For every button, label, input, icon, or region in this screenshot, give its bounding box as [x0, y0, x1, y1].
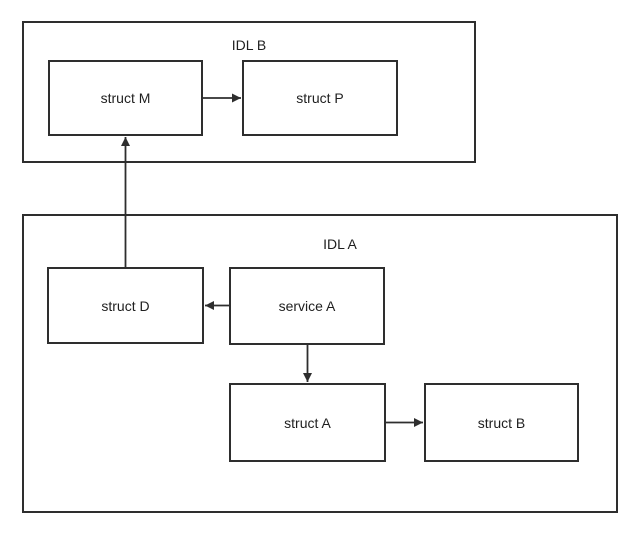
- node-struct-a-label: struct A: [284, 414, 331, 431]
- container-idl-b-label: IDL B: [231, 37, 267, 53]
- node-struct-d-label: struct D: [101, 297, 150, 314]
- node-struct-b-label: struct B: [477, 414, 526, 431]
- node-struct-m-label: struct M: [100, 90, 151, 106]
- node-struct-d: struct D: [47, 267, 204, 344]
- node-struct-p: struct P: [242, 60, 398, 136]
- container-idl-a: IDL A: [22, 214, 618, 513]
- container-idl-a-label: IDL A: [323, 236, 357, 252]
- node-service-a: service A: [229, 267, 385, 345]
- node-service-a-label: service A: [278, 298, 336, 314]
- node-struct-p-label: struct P: [296, 90, 344, 106]
- node-struct-a: struct A: [229, 383, 386, 462]
- node-struct-b: struct B: [424, 383, 579, 462]
- node-struct-m: struct M: [48, 60, 203, 136]
